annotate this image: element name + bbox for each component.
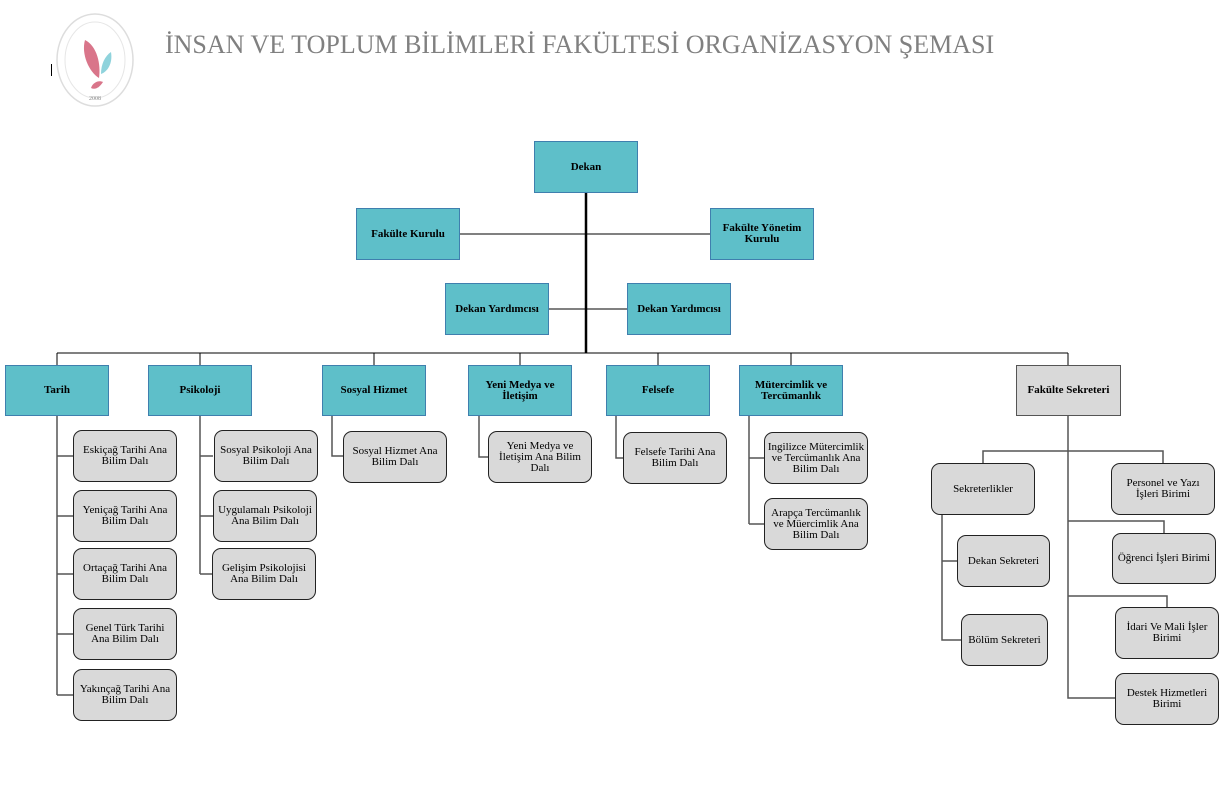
sub-unit: Sosyal Hizmet Ana Bilim Dalı [343, 431, 447, 483]
sub-unit: Ortaçağ Tarihi Ana Bilim Dalı [73, 548, 177, 600]
unit-box: Öğrenci İşleri Birimi [1112, 533, 1216, 584]
sub-unit: Felsefe Tarihi Ana Bilim Dalı [623, 432, 727, 484]
executive-board-box: Fakülte Yönetim Kurulu [710, 208, 814, 260]
sub-unit: Gelişim Psikolojisi Ana Bilim Dalı [212, 548, 316, 600]
dept-tarih: Tarih [5, 365, 109, 416]
dean-secretary-box: Dekan Sekreteri [957, 535, 1050, 587]
sub-unit: Yeni Medya ve İletişim Ana Bilim Dalı [488, 431, 592, 483]
university-logo: 2008 [56, 13, 134, 107]
dean-box: Dekan [534, 141, 638, 193]
unit-box: Personel ve Yazı İşleri Birimi [1111, 463, 1215, 515]
secretariats-box: Sekreterlikler [931, 463, 1035, 515]
sub-unit: Sosyal Psikoloji Ana Bilim Dalı [214, 430, 318, 482]
dept-secretary-box: Bölüm Sekreteri [961, 614, 1048, 666]
sub-unit: Yakınçağ Tarihi Ana Bilim Dalı [73, 669, 177, 721]
vice-dean-right-box: Dekan Yardımcısı [627, 283, 731, 335]
dept-psikoloji: Psikoloji [148, 365, 252, 416]
dept-mutercimlik: Mütercimlik ve Tercümanlık [739, 365, 843, 416]
dept-felsefe: Felsefe [606, 365, 710, 416]
dept-yeni-medya: Yeni Medya ve İletişim [468, 365, 572, 416]
faculty-secretary-box: Fakülte Sekreteri [1016, 365, 1121, 416]
sub-unit: Genel Türk Tarihi Ana Bilim Dalı [73, 608, 177, 660]
sub-unit: Ingilizce Mütercimlik ve Tercümanlık Ana… [764, 432, 868, 484]
sub-unit: Uygulamalı Psikoloji Ana Bilim Dalı [213, 490, 317, 542]
sub-unit: Yeniçağ Tarihi Ana Bilim Dalı [73, 490, 177, 542]
text-cursor [51, 64, 52, 76]
sub-unit: Arapça Tercümanlık ve Müercimlik Ana Bil… [764, 498, 868, 550]
page-title: İNSAN VE TOPLUM BİLİMLERİ FAKÜLTESİ ORGA… [165, 30, 995, 59]
sub-unit: Eskiçağ Tarihi Ana Bilim Dalı [73, 430, 177, 482]
dept-sosyal-hizmet: Sosyal Hizmet [322, 365, 426, 416]
unit-box: Destek Hizmetleri Birimi [1115, 673, 1219, 725]
svg-text:2008: 2008 [89, 96, 101, 102]
vice-dean-left-box: Dekan Yardımcısı [445, 283, 549, 335]
faculty-board-box: Fakülte Kurulu [356, 208, 460, 260]
unit-box: İdari Ve Mali İşler Birimi [1115, 607, 1219, 659]
